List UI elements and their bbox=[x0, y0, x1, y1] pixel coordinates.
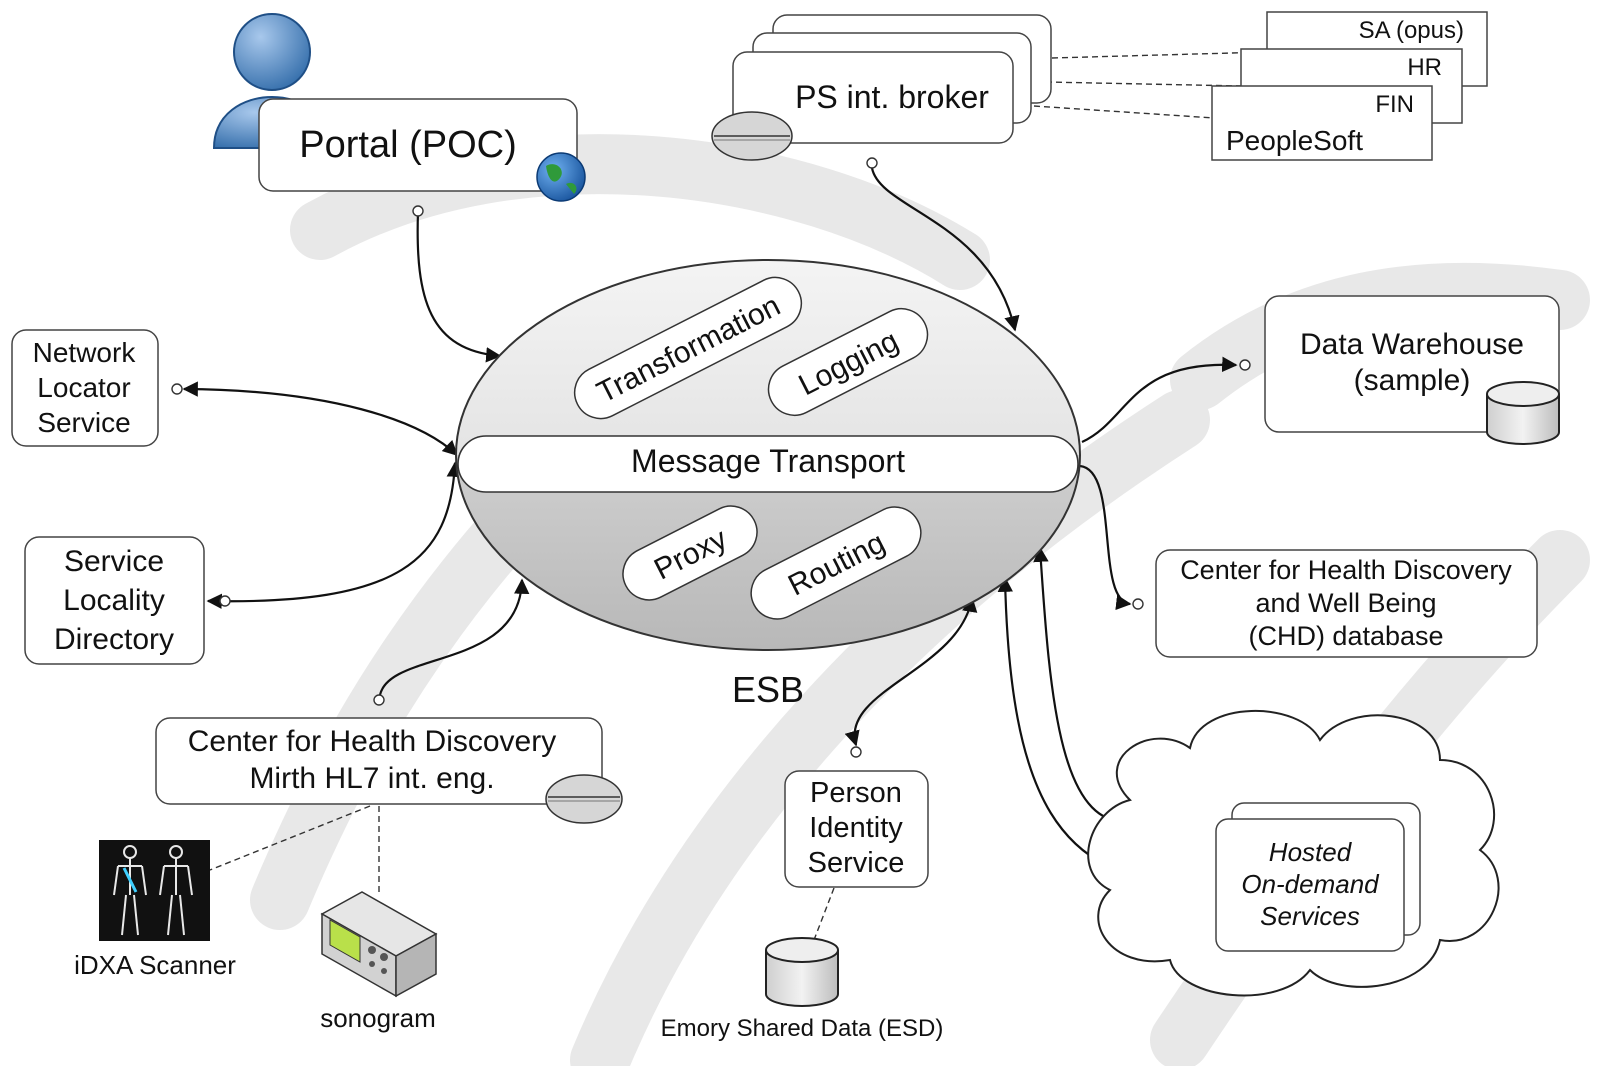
hosted-services-box bbox=[1215, 818, 1405, 952]
service-locality-line1: Service bbox=[64, 545, 164, 578]
portal-box bbox=[258, 98, 578, 192]
globe-icon bbox=[536, 152, 586, 202]
person-identity-line2: Identity bbox=[809, 812, 903, 844]
chd-database-line1: Center for Health Discovery bbox=[1180, 555, 1512, 585]
sonogram-device-icon bbox=[320, 891, 438, 998]
service-locality-line3: Directory bbox=[54, 623, 174, 656]
data-warehouse-line2: (sample) bbox=[1354, 364, 1471, 397]
connectors bbox=[171, 51, 1332, 941]
esb-label: ESB bbox=[732, 669, 804, 710]
ps-broker-node: PS int. broker bbox=[711, 14, 1052, 161]
esb-bus: Message Transport Transformation Logging… bbox=[455, 259, 1081, 710]
network-locator-line1: Network bbox=[33, 337, 137, 368]
data-warehouse-line1: Data Warehouse bbox=[1300, 328, 1524, 361]
network-locator-node: Network Locator Service bbox=[11, 329, 159, 447]
hr-label: HR bbox=[1407, 54, 1442, 81]
mirth-line1: Center for Health Discovery bbox=[188, 725, 556, 758]
network-locator-line3: Service bbox=[37, 407, 130, 438]
portal-node: Portal (POC) bbox=[212, 13, 586, 202]
network-locator-line2: Locator bbox=[37, 372, 130, 403]
fin-label: FIN bbox=[1375, 91, 1414, 118]
chd-database-line2: and Well Being bbox=[1255, 588, 1436, 618]
disk-icon bbox=[711, 111, 793, 161]
database-icon bbox=[1486, 381, 1560, 445]
hosted-services-line3: Services bbox=[1260, 901, 1360, 931]
hosted-services-cloud: Hosted On-demand Services bbox=[1087, 710, 1500, 997]
portal-label: Portal (POC) bbox=[299, 124, 516, 166]
mirth-line2: Mirth HL7 int. eng. bbox=[249, 762, 494, 795]
esd-label: Emory Shared Data (ESD) bbox=[661, 1015, 944, 1042]
chd-database-line3: (CHD) database bbox=[1248, 621, 1443, 651]
sonogram-node: sonogram bbox=[320, 891, 438, 1033]
database-icon bbox=[765, 937, 839, 1007]
sonogram-label: sonogram bbox=[320, 1003, 436, 1033]
ps-broker-box bbox=[732, 51, 1014, 144]
peoplesoft-box bbox=[1211, 85, 1433, 161]
hosted-services-line1: Hosted bbox=[1269, 837, 1353, 867]
hosted-services-line2: On-demand bbox=[1241, 869, 1380, 899]
chd-database-node: Center for Health Discovery and Well Bei… bbox=[1155, 549, 1538, 658]
person-identity-line3: Service bbox=[808, 847, 905, 879]
person-identity-node: Person Identity Service bbox=[784, 770, 929, 888]
esd-node: Emory Shared Data (ESD) bbox=[661, 937, 944, 1042]
skeleton-scan-icon bbox=[99, 840, 210, 941]
service-locality-node: Service Locality Directory bbox=[24, 536, 205, 665]
message-transport-bar bbox=[457, 435, 1079, 493]
person-identity-line1: Person bbox=[810, 777, 902, 809]
message-transport-label: Message Transport bbox=[631, 443, 905, 479]
service-locality-line2: Locality bbox=[63, 584, 165, 617]
ps-broker-label: PS int. broker bbox=[795, 79, 989, 115]
peoplesoft-stack: SA (opus) HR FIN PeopleSoft bbox=[1211, 11, 1488, 161]
data-warehouse-node: Data Warehouse (sample) bbox=[1264, 295, 1560, 445]
disk-icon bbox=[545, 774, 623, 824]
sa-opus-label: SA (opus) bbox=[1359, 17, 1464, 44]
idxa-scanner-label: iDXA Scanner bbox=[74, 950, 236, 980]
idxa-scanner-node: iDXA Scanner bbox=[74, 840, 236, 980]
peoplesoft-label: PeopleSoft bbox=[1226, 125, 1363, 156]
mirth-node: Center for Health Discovery Mirth HL7 in… bbox=[155, 717, 623, 824]
